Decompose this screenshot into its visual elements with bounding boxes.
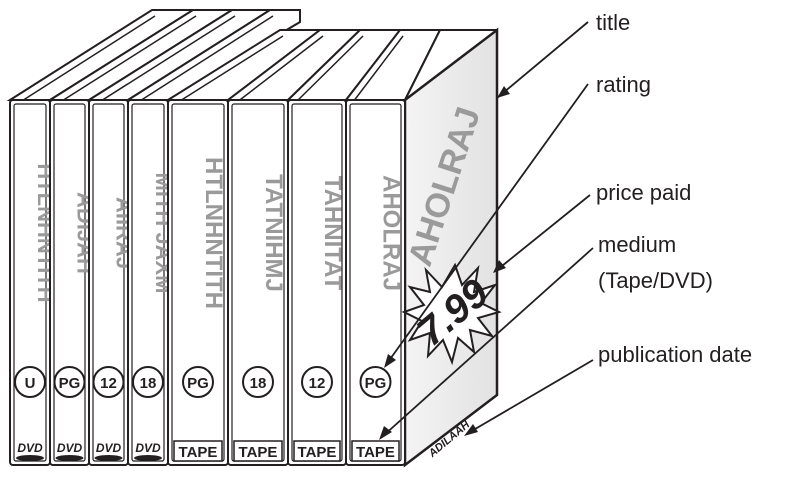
label-publication-date: publication date — [598, 342, 752, 367]
price-arrowhead — [493, 260, 506, 273]
rating-text: U — [25, 375, 36, 392]
medium-text: TAPE — [239, 444, 278, 461]
case-spine: HTLNHNTITH PG TAPE — [167, 99, 229, 466]
rating-text: PG — [365, 375, 387, 392]
medium-box — [233, 440, 283, 462]
leader-arrowheads — [379, 86, 510, 440]
medium-text: TAPE — [179, 444, 218, 461]
medium-text: TAPE — [356, 444, 395, 461]
dvd-disc-icon — [94, 455, 123, 461]
publication-date-arrowhead — [464, 424, 478, 436]
rating-badge — [132, 366, 164, 398]
dvd-disc-icon — [134, 455, 162, 461]
rating-badge — [301, 366, 333, 398]
rating-badge — [359, 366, 392, 398]
medium-arrowhead — [379, 426, 392, 440]
rating-text: 18 — [250, 375, 267, 392]
title-arrowhead — [497, 86, 510, 98]
publication-date-leader — [469, 359, 594, 433]
rating-leader — [387, 83, 589, 363]
label-rating: rating — [596, 72, 651, 97]
leader-lines — [382, 21, 594, 437]
spine-outline — [49, 99, 90, 466]
medium-box — [293, 440, 341, 462]
rating-badge — [242, 366, 274, 398]
spine-title-text: AHOLRAJ — [378, 175, 405, 291]
rating-text: 12 — [309, 375, 326, 392]
rating-badge — [92, 366, 125, 398]
medium-leader — [382, 247, 594, 437]
rating-text: PG — [59, 375, 81, 392]
rating-badge — [14, 366, 46, 398]
spine-outline — [345, 99, 406, 466]
medium-text: DVD — [17, 441, 43, 455]
spine-title-text: TAHNITAT — [319, 176, 346, 291]
rating-arrowhead — [384, 354, 396, 368]
label-price-paid: price paid — [596, 180, 691, 205]
rating-text: PG — [187, 375, 209, 392]
label-medium-types: (Tape/DVD) — [598, 268, 713, 293]
medium-text: DVD — [135, 441, 161, 455]
spine-outline — [88, 99, 129, 466]
rating-badge — [53, 366, 86, 398]
top-edge-lines — [13, 15, 404, 107]
medium-text: TAPE — [298, 444, 337, 461]
spine-title-text: HTLNHNTITH — [200, 157, 227, 309]
label-title: title — [596, 10, 630, 35]
medium-box — [173, 440, 223, 462]
label-medium: medium — [598, 232, 676, 257]
title-leader — [496, 21, 589, 99]
case-spine: AHOLRAJ PG TAPE — [345, 99, 406, 466]
medium-text: DVD — [96, 441, 122, 455]
rating-text: 18 — [140, 375, 157, 392]
price-leader — [496, 194, 591, 271]
dvd-disc-icon — [16, 455, 44, 461]
medium-text: DVD — [57, 441, 83, 455]
dvd-case-tops — [6, 9, 301, 101]
spine-title-text: TATNIHMJ — [260, 174, 287, 292]
dvd-disc-icon — [55, 455, 84, 461]
medium-box — [351, 440, 400, 462]
price-starburst-shape — [401, 262, 502, 366]
rating-badge — [182, 366, 214, 398]
rating-text: 12 — [100, 375, 117, 392]
case-spines: HTLNHNTITHUDVDADIJAHPGDVDAIIRAJ12DVDMITH… — [9, 99, 406, 466]
